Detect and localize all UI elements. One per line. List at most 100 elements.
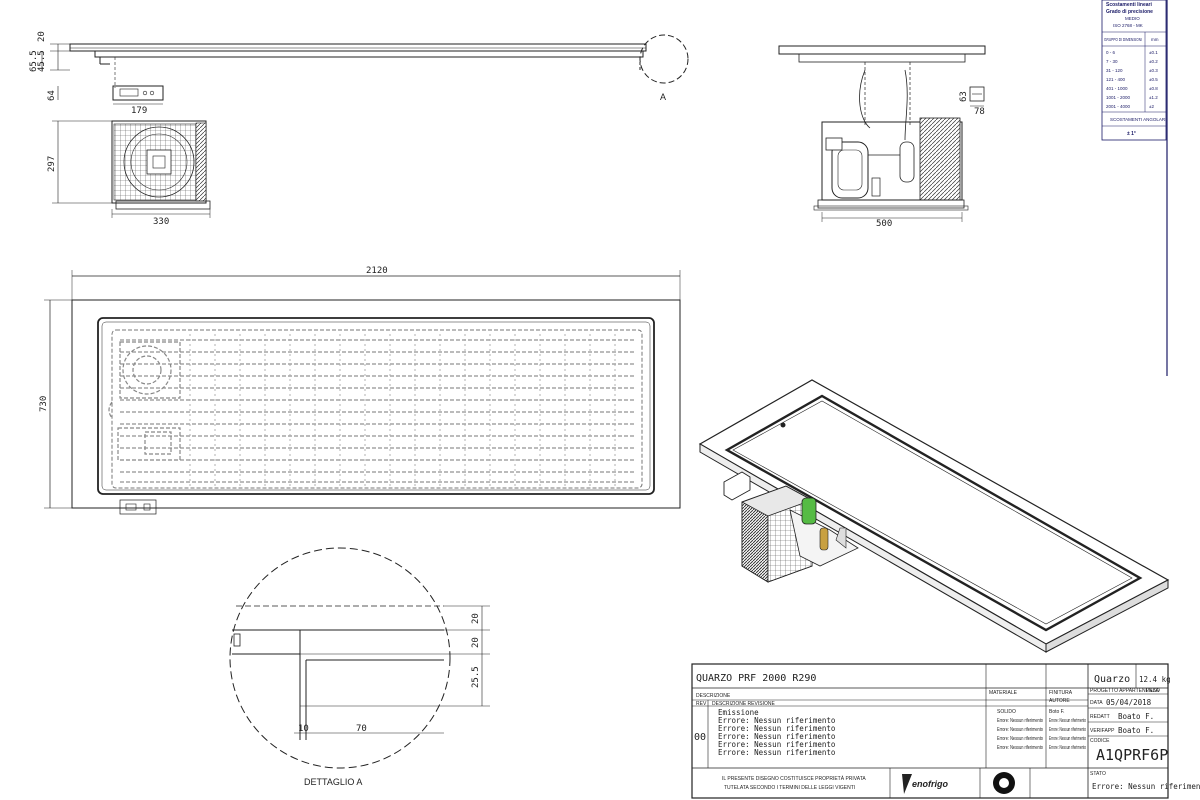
finish-line-2: Errore: Nessun riferimento: [1049, 727, 1086, 733]
tol-row-1-range: 7 - 30: [1106, 59, 1118, 64]
brand-name: enofrigo: [912, 779, 948, 789]
material-line-2: Errore: Nessun riferimento: [997, 727, 1043, 733]
revision-number: 00: [694, 732, 706, 743]
finish-line-4: Errore: Nessun riferimento: [1049, 745, 1086, 751]
drawing-status: Errore: Nessun riferimento: [1092, 782, 1200, 791]
tol-row-4-value: ±0.8: [1149, 86, 1158, 91]
plan-outer-top: [71, 299, 681, 509]
dim-control-width: 179: [131, 106, 147, 116]
side-top-slab: [69, 43, 647, 52]
approved-by: Boato F.: [1118, 726, 1154, 735]
detail-callout-circle: [639, 34, 689, 84]
tol-row-4-range: 401 - 1000: [1106, 86, 1128, 91]
hidden-unit-outline: [108, 341, 181, 461]
product-weight: 12.4 kg: [1139, 675, 1171, 684]
tol-title-4: ISO 2768 - MK: [1113, 23, 1143, 28]
dim-front-width: 500: [876, 219, 892, 229]
dim-control-height: 64: [47, 90, 57, 101]
dim-front-small-a: 63: [959, 91, 969, 102]
revision-line-5: Errore: Nessun riferimento: [718, 748, 836, 757]
drawing-title: QUARZO PRF 2000 R290: [696, 673, 816, 684]
revision-line-1: Errore: Nessun riferimento: [718, 716, 836, 725]
dim-plan-width: 730: [39, 396, 49, 412]
label-approvato: VERIFAPP: [1090, 728, 1115, 734]
finish-line-3: Errore: Nessun riferimento: [1049, 736, 1086, 742]
tol-row-5-value: ±1.2: [1149, 95, 1158, 100]
tol-row-1-value: ±0.2: [1149, 59, 1158, 64]
detail-a-title: DETTAGLIO A: [304, 777, 362, 787]
disclaimer-line-1: IL PRESENTE DISEGNO COSTITUISCE PROPRIET…: [722, 775, 866, 782]
coil-verticals: [189, 334, 616, 486]
finish-line-1: Errore: Nessun riferimento: [1049, 718, 1086, 724]
dim-side-total: 65.5: [29, 50, 39, 72]
dim-detail-255: 25.5: [471, 666, 481, 688]
col-descrizione: DESCRIZIONE: [696, 693, 731, 699]
tol-row-0-range: 0 - 6: [1106, 50, 1116, 55]
material-line-4: Errore: Nessun riferimento: [997, 745, 1043, 751]
brand-logo-mark: [902, 774, 912, 794]
product-family: Quarzo: [1094, 674, 1130, 685]
revision-line-4: Errore: Nessun riferimento: [718, 740, 836, 749]
tol-header-unit: mm: [1151, 37, 1159, 42]
col-autore: AUTORE: [1049, 698, 1070, 704]
revision-line-0: Emissione: [718, 708, 759, 717]
evaporator-coil: [111, 329, 643, 489]
side-lower-slab: [94, 50, 644, 58]
dim-side-inner: 45.5: [37, 50, 47, 72]
drawing-code: A1QPRF6P: [1096, 746, 1168, 764]
tolerance-table: [1101, 0, 1168, 376]
detail-callout-label: A: [660, 92, 666, 102]
col-progetto: PROGETTO APPARTENENZA: [1090, 688, 1160, 694]
material-line-3: Errore: Nessun riferimento: [997, 736, 1043, 742]
tol-angular-title: SCOSTAMENTI ANGOLARI: [1110, 117, 1166, 122]
dim-detail-70: 70: [356, 724, 367, 734]
dim-side-top: 20: [37, 31, 47, 42]
label-stato: STATO: [1090, 771, 1106, 777]
material-line-1: Errore: Nessun riferimento: [997, 718, 1043, 724]
dim-unit-width: 330: [153, 217, 169, 227]
disclaimer-line-2: TUTELATA SECONDO I TERMINI DELLE LEGGI V…: [724, 785, 855, 791]
compressor: [831, 141, 869, 199]
dim-plan-length: 2120: [366, 266, 388, 276]
tol-row-2-value: ±0.3: [1149, 68, 1158, 73]
tol-row-2-range: 31 - 120: [1106, 68, 1123, 73]
plan-view: [44, 270, 681, 515]
title-block: [691, 663, 1169, 799]
col-rev: REV: [696, 701, 707, 707]
col-peso: PESO: [1146, 688, 1160, 694]
label-data: DATA: [1090, 700, 1103, 706]
finish-line-0: Boto F.: [1049, 709, 1065, 715]
drawing-date: 05/04/2018: [1106, 698, 1152, 707]
tol-row-6-value: ±2: [1149, 104, 1154, 109]
tol-row-0-value: ±0.1: [1149, 50, 1158, 55]
col-materiale: MATERIALE: [989, 690, 1018, 696]
col-descrizione-revisione: DESCRIZIONE REVISIONE: [712, 701, 775, 707]
dim-detail-20a: 20: [471, 613, 481, 624]
tol-title-2: Grado di precisione: [1106, 9, 1153, 15]
tol-row-5-range: 1001 - 2000: [1106, 95, 1131, 100]
dim-front-small-b: 78: [974, 107, 985, 117]
col-finitura: FINITURA: [1049, 690, 1073, 696]
label-codice: CODICE: [1090, 738, 1110, 744]
dim-detail-20b: 20: [471, 637, 481, 648]
tol-header-group: GRUPPO DI DIMENSIONI: [1104, 37, 1142, 42]
revision-line-2: Errore: Nessun riferimento: [718, 724, 836, 733]
tol-title-3: MEDIO: [1125, 16, 1140, 21]
drafted-by: Boato F.: [1118, 712, 1154, 721]
detail-a-circle: [229, 547, 451, 769]
tol-angular-value: ± 1°: [1127, 131, 1136, 137]
side-view: [41, 34, 689, 218]
dim-unit-height: 297: [47, 156, 57, 172]
tol-row-3-range: 121 - 400: [1106, 77, 1126, 82]
plan-inner-basin: [97, 317, 655, 495]
detail-a-view: [229, 547, 490, 769]
material-line-0: SOLIDO: [997, 709, 1016, 715]
iso-basin: [724, 394, 1143, 632]
tol-row-6-range: 2001 - 4000: [1106, 104, 1131, 109]
tol-row-3-value: ±0.5: [1149, 77, 1158, 82]
revision-line-3: Errore: Nessun riferimento: [718, 732, 836, 741]
label-redatto: REDATT: [1090, 714, 1110, 720]
iso-green-component: [801, 497, 817, 525]
tol-title-1: Scostamenti lineari: [1106, 2, 1152, 8]
